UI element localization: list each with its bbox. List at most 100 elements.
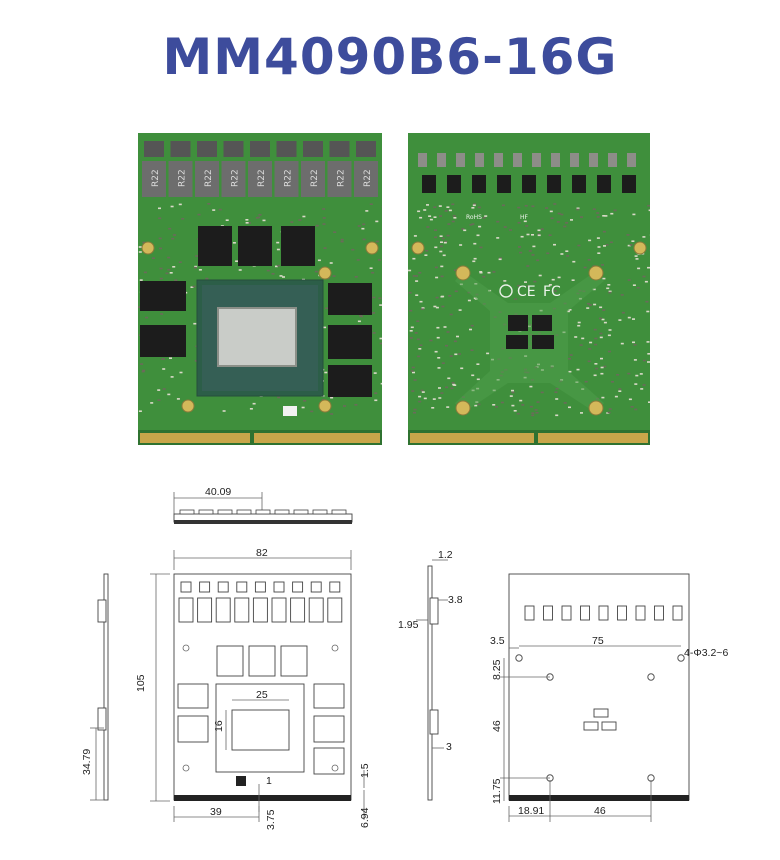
- smd-component: [329, 262, 333, 264]
- smd-component: [486, 352, 490, 355]
- smd-component: [592, 208, 596, 210]
- smd-component: [169, 272, 173, 274]
- smd-component: [245, 222, 249, 224]
- smd-component: [410, 370, 414, 372]
- smd-component: [439, 235, 443, 237]
- smd-component: [452, 383, 456, 386]
- smd-component: [600, 366, 604, 369]
- smd-component: [413, 411, 416, 414]
- smd-component: [433, 216, 437, 218]
- smd-component: [415, 294, 419, 296]
- smd-component: [262, 219, 266, 222]
- smd-component: [477, 403, 481, 406]
- ce-mark: CE: [517, 284, 536, 300]
- smd-component: [258, 214, 262, 216]
- smd-component: [429, 218, 433, 221]
- pad: [475, 153, 484, 167]
- inductor-label: R22: [337, 169, 347, 187]
- inductor: [195, 161, 219, 197]
- smd-component: [362, 238, 366, 241]
- smd-component: [238, 269, 242, 271]
- smd-component: [434, 246, 438, 249]
- smd-component: [446, 406, 450, 408]
- dim-1-2: 1.2: [438, 549, 453, 561]
- smd-component: [602, 277, 606, 280]
- smd-component: [596, 237, 600, 239]
- dim-1-95: 1.95: [398, 619, 419, 631]
- outline-inductor: [234, 597, 250, 623]
- smd-component: [413, 235, 417, 237]
- smd-component: [566, 255, 570, 257]
- pad: [513, 153, 522, 167]
- smd-component: [597, 252, 601, 254]
- smd-component: [627, 279, 631, 281]
- smd-component: [142, 369, 146, 372]
- smd-component: [511, 389, 514, 392]
- smd-component: [593, 328, 597, 331]
- dim-34-79: 34.79: [81, 749, 93, 775]
- smd-component: [476, 378, 480, 381]
- smd-component: [647, 353, 650, 355]
- smd-component: [553, 203, 557, 205]
- outline-inductor: [197, 597, 213, 623]
- smd-component: [523, 220, 527, 223]
- smd-component: [627, 244, 631, 247]
- smd-component: [566, 310, 570, 313]
- smd-component: [375, 240, 379, 243]
- smd-component: [433, 206, 437, 208]
- back-chip: [547, 175, 561, 193]
- smd-component: [440, 275, 444, 278]
- smd-component: [446, 206, 450, 208]
- side-bump: [293, 509, 309, 515]
- smd-component: [601, 396, 605, 399]
- smd-component: [646, 341, 650, 343]
- dim-18-91: 18.91: [518, 805, 544, 817]
- back-chip: [597, 175, 611, 193]
- smd-component: [434, 236, 438, 239]
- smd-component: [343, 405, 346, 407]
- smd-component: [446, 234, 450, 237]
- smd-component: [162, 368, 166, 370]
- smd-component: [618, 390, 622, 392]
- smd-component: [608, 291, 612, 294]
- smd-component: [587, 360, 591, 363]
- smd-component: [448, 209, 452, 212]
- smd-component: [479, 271, 483, 273]
- smd-component: [537, 234, 541, 237]
- smd-component: [519, 399, 523, 402]
- back-chip: [472, 175, 486, 193]
- smd-component: [416, 320, 420, 322]
- smd-component: [484, 215, 488, 217]
- smd-component: [444, 210, 448, 212]
- smd-component: [533, 280, 537, 283]
- smd-component: [536, 259, 540, 262]
- smd-component: [354, 404, 358, 406]
- smd-component: [212, 209, 216, 211]
- smd-component: [325, 307, 329, 310]
- smd-component: [476, 234, 480, 237]
- smd-component: [276, 241, 280, 244]
- smd-component: [608, 408, 612, 410]
- smd-component: [593, 374, 597, 377]
- outline-pad: [635, 605, 646, 621]
- pad: [532, 153, 541, 167]
- smd-component: [271, 273, 275, 275]
- smd-component: [357, 225, 361, 227]
- smd-component: [642, 236, 646, 238]
- smd-component: [531, 254, 535, 256]
- smd-component: [302, 215, 306, 218]
- smd-component: [531, 205, 535, 208]
- smd-component: [531, 234, 534, 236]
- smd-component: [629, 244, 633, 246]
- smd-component: [330, 413, 334, 415]
- smd-component: [518, 246, 521, 248]
- smd-component: [454, 290, 458, 293]
- smd-component: [178, 203, 182, 206]
- smd-component: [457, 353, 461, 355]
- smd-component: [471, 207, 475, 209]
- smd-component: [534, 409, 538, 411]
- smd-component: [453, 217, 457, 219]
- smd-component: [528, 250, 532, 252]
- smd-component: [626, 234, 630, 236]
- inductor-top: [250, 141, 270, 157]
